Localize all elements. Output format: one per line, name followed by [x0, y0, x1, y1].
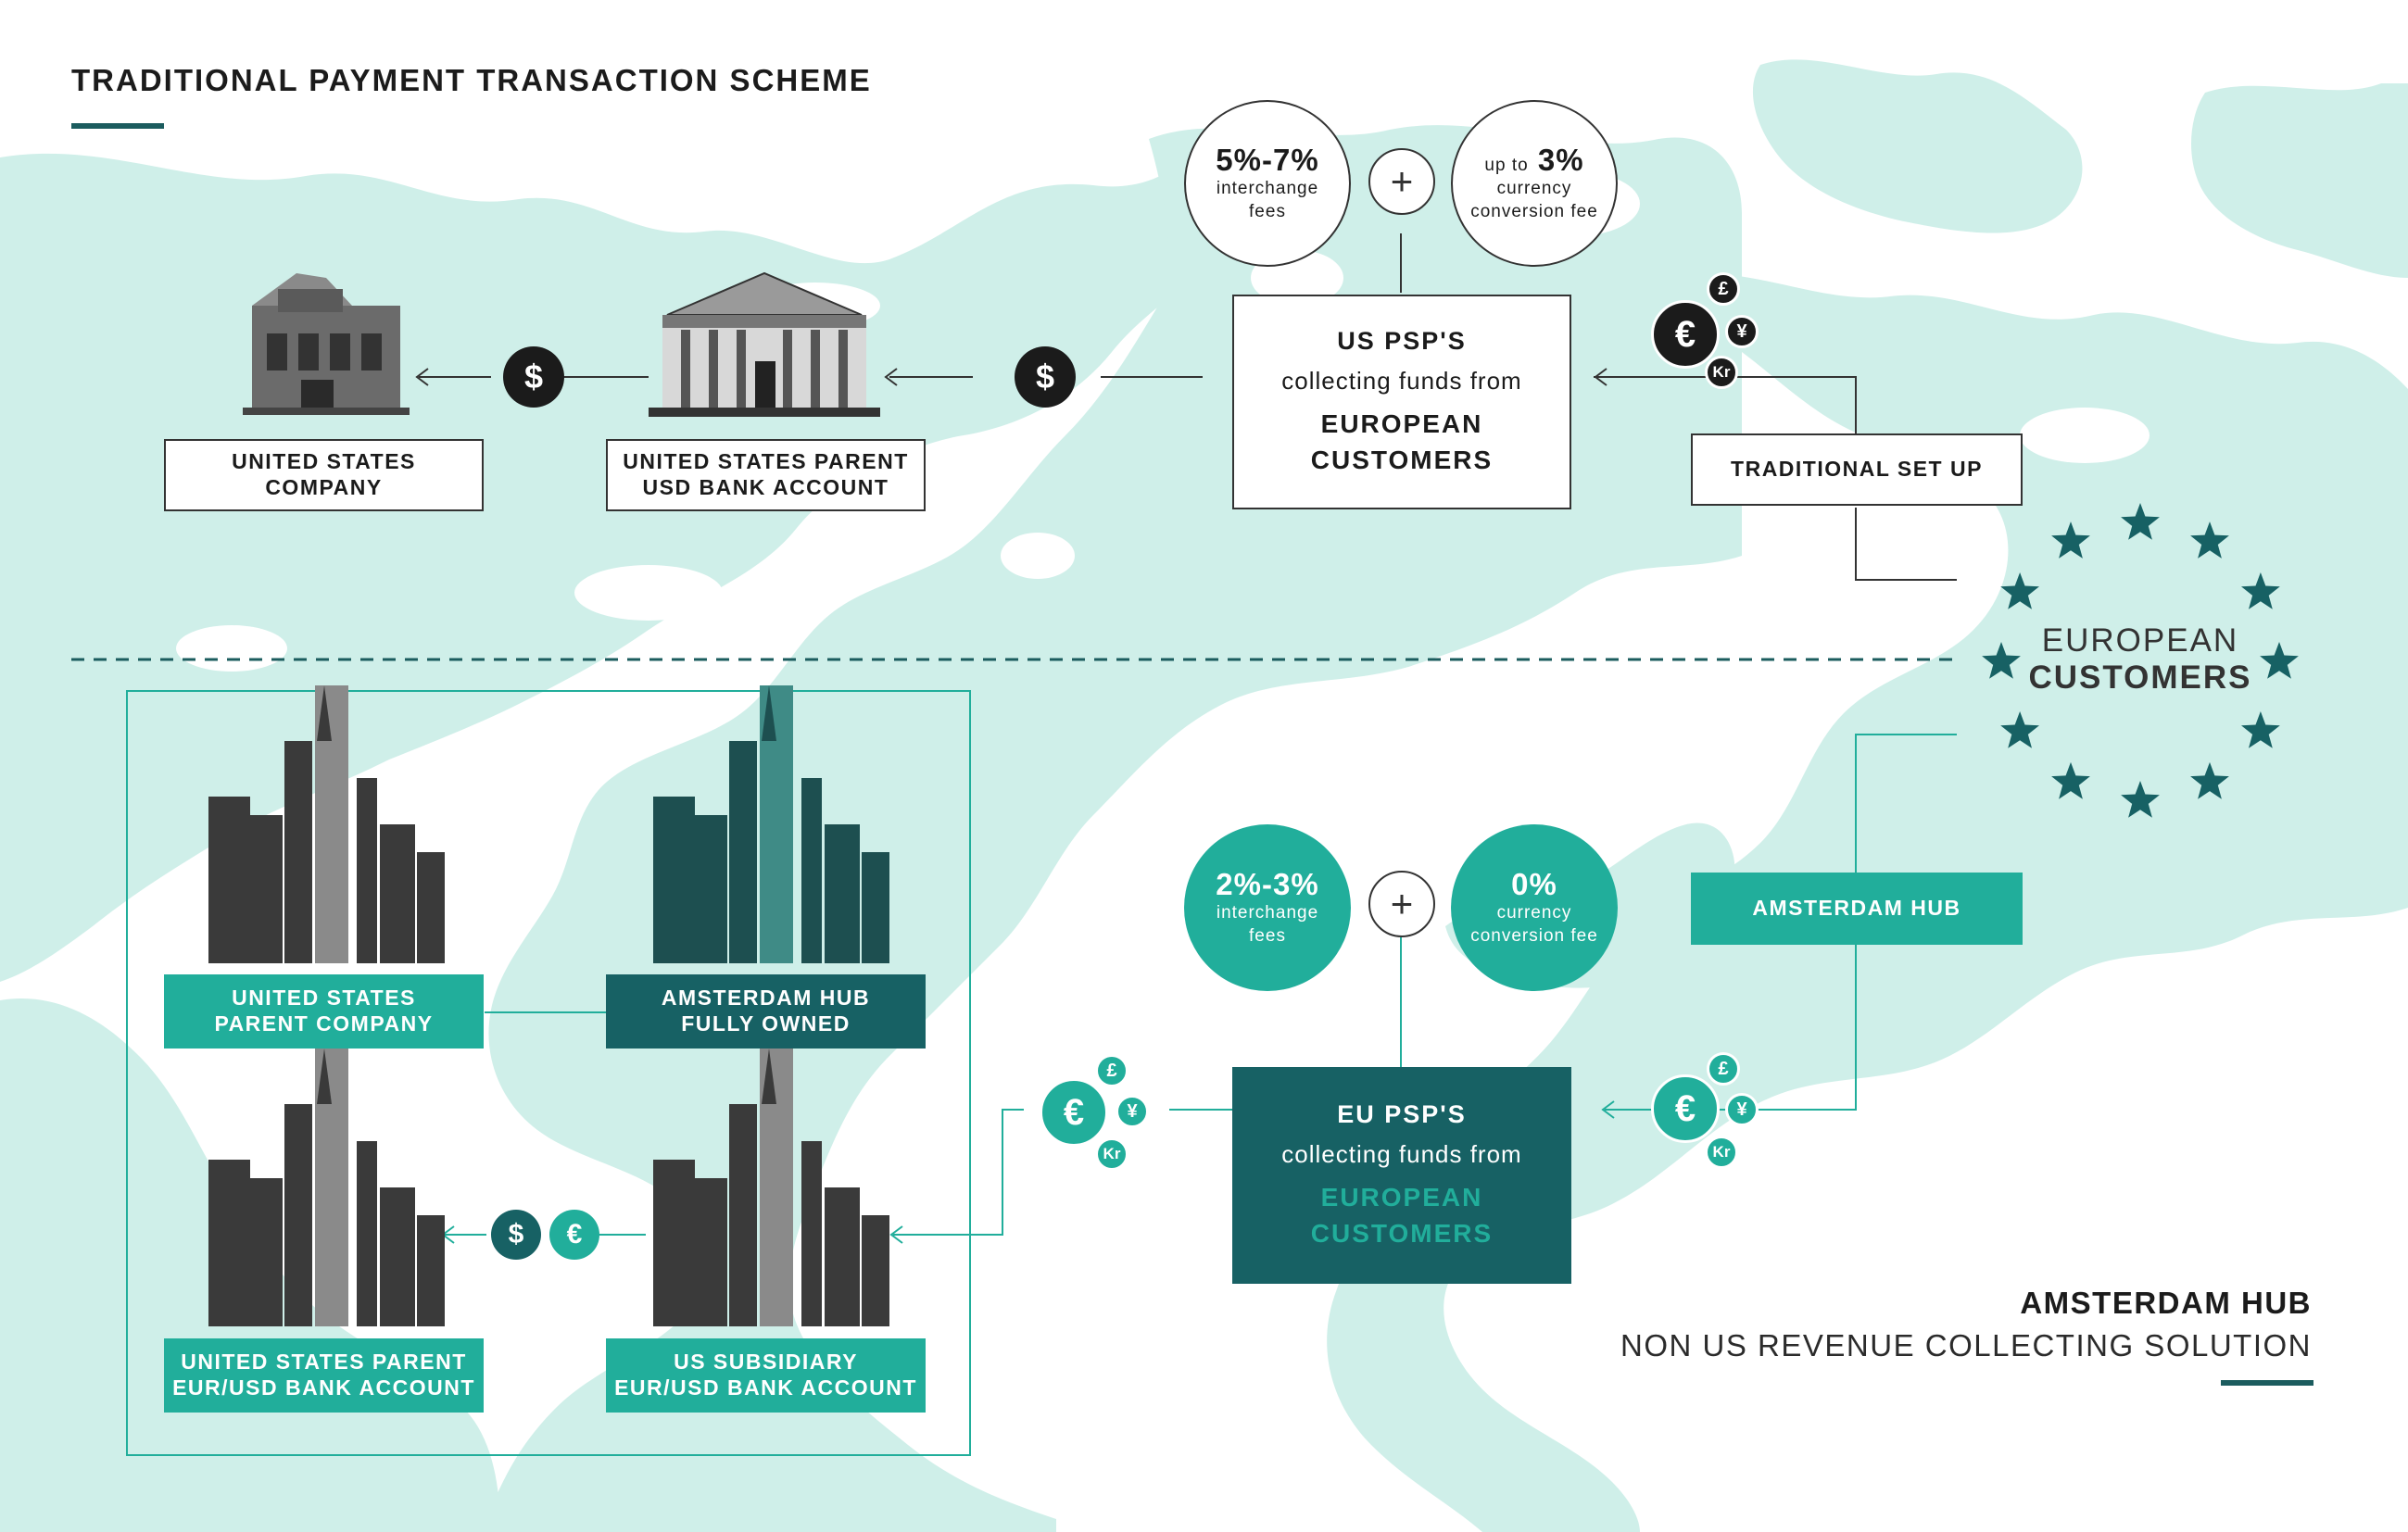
eu-interchange-fee-label1: interchange	[1216, 903, 1319, 923]
yen-coin-icon: ¥	[1116, 1095, 1149, 1128]
skyline-icon	[208, 1049, 445, 1326]
euro-coin-icon: €	[1651, 1074, 1720, 1143]
us-parent-bank-line2: USD BANK ACCOUNT	[642, 475, 889, 499]
currency-fee-value: 3%	[1537, 143, 1584, 178]
us-psp-heading: US PSP'S	[1337, 327, 1467, 356]
krone-coin-icon: Kr	[1705, 1136, 1738, 1169]
bottom-frame	[126, 690, 971, 1456]
currency-fee-label1: currency	[1496, 179, 1572, 199]
amsterdam-hub-owned-line2: FULLY OWNED	[681, 1011, 851, 1036]
star-icon	[2000, 572, 2039, 609]
us-company-line1: UNITED STATES	[232, 449, 416, 474]
footer-caption: AMSTERDAM HUB NON US REVENUE COLLECTING …	[1612, 1286, 2312, 1363]
us-parent-company-box: UNITED STATES PARENT COMPANY	[164, 974, 484, 1049]
yen-coin-icon: ¥	[1725, 315, 1759, 348]
currency-fee-circle: up to 3% currency conversion fee	[1451, 100, 1618, 267]
top-arrowheads	[415, 368, 1607, 386]
top-connectors	[419, 233, 1957, 581]
footer-line1: AMSTERDAM HUB	[2020, 1286, 2312, 1320]
dollar-coin-icon: $	[1015, 346, 1076, 408]
eu-psp-customers-line2: CUSTOMERS	[1310, 1218, 1494, 1248]
skyline-icon	[208, 685, 445, 963]
pound-coin-icon: £	[1707, 1052, 1740, 1086]
european-customers-line2: CUSTOMERS	[2028, 659, 2252, 696]
title-underline	[71, 123, 164, 129]
euro-coin-icon: €	[1040, 1078, 1108, 1147]
footer-line2: NON US REVENUE COLLECTING SOLUTION	[1620, 1328, 2312, 1362]
page-title: TRADITIONAL PAYMENT TRANSACTION SCHEME	[71, 63, 872, 97]
us-parent-bank-line1: UNITED STATES PARENT	[623, 449, 909, 474]
currency-fee-prefix: up to	[1484, 156, 1529, 176]
eu-psp-heading: EU PSP'S	[1337, 1100, 1467, 1129]
star-icon	[2190, 761, 2229, 799]
bank-building-illustration	[649, 271, 880, 417]
european-customers-line1: EUROPEAN	[2041, 622, 2239, 659]
krone-coin-icon: Kr	[1705, 356, 1738, 389]
us-parent-company-line1: UNITED STATES	[232, 986, 416, 1011]
pound-coin-icon: £	[1707, 272, 1740, 306]
traditional-setup-box: TRADITIONAL SET UP	[1691, 433, 2023, 506]
footer-underline	[2221, 1380, 2313, 1386]
euro-coin-icon: €	[549, 1210, 599, 1260]
amsterdam-hub-box: AMSTERDAM HUB	[1691, 873, 2023, 945]
eu-interchange-fee-circle: 2%-3% interchange fees	[1184, 824, 1351, 991]
us-parent-usd-bank-box: UNITED STATES PARENT USD BANK ACCOUNT	[606, 439, 926, 511]
eu-currency-fee-circle: 0% currency conversion fee	[1451, 824, 1618, 991]
star-icon	[2051, 521, 2090, 559]
amsterdam-hub-owned-box: AMSTERDAM HUB FULLY OWNED	[606, 974, 926, 1049]
pound-coin-icon: £	[1095, 1054, 1128, 1087]
us-company-line2: COMPANY	[265, 475, 383, 499]
eu-currency-fee-label1: currency	[1496, 903, 1572, 923]
star-icon	[2260, 642, 2299, 679]
eu-psp-box: EU PSP'S collecting funds from EUROPEAN …	[1232, 1067, 1571, 1284]
dollar-coin-icon: $	[491, 1210, 541, 1260]
star-icon	[2000, 711, 2039, 748]
us-parent-eur-usd-line2: EUR/USD BANK ACCOUNT	[172, 1375, 475, 1400]
euro-coin-icon: €	[1651, 300, 1720, 369]
plus-icon: +	[1368, 148, 1435, 215]
interchange-fee-circle: 5%-7% interchange fees	[1184, 100, 1351, 267]
us-company-box: UNITED STATES COMPANY	[164, 439, 484, 511]
eu-interchange-fee-label2: fees	[1249, 926, 1286, 946]
eu-interchange-fee-value: 2%-3%	[1216, 867, 1319, 902]
us-subsidiary-line2: EUR/USD BANK ACCOUNT	[614, 1375, 917, 1400]
star-icon	[2241, 711, 2280, 748]
us-subsidiary-line1: US SUBSIDIARY	[674, 1350, 858, 1375]
us-parent-eur-usd-line1: UNITED STATES PARENT	[181, 1350, 467, 1375]
eu-psp-customers-line1: EUROPEAN	[1320, 1182, 1483, 1212]
eu-currency-fee-label2: conversion fee	[1470, 926, 1598, 946]
eu-stars	[1982, 503, 2299, 818]
us-parent-company-line2: PARENT COMPANY	[214, 1011, 434, 1036]
interchange-fee-label2: fees	[1249, 202, 1286, 221]
star-icon	[2051, 761, 2090, 799]
star-icon	[1982, 642, 2021, 679]
interchange-fee-value: 5%-7%	[1216, 143, 1319, 178]
us-psp-subtitle: collecting funds from	[1281, 367, 1522, 396]
skyline-illustrations	[208, 685, 889, 1326]
us-subsidiary-box: US SUBSIDIARY EUR/USD BANK ACCOUNT	[606, 1338, 926, 1413]
star-icon	[2190, 521, 2229, 559]
yen-coin-icon: ¥	[1725, 1093, 1759, 1126]
skyline-icon	[653, 685, 889, 963]
star-icon	[2121, 503, 2160, 540]
amsterdam-hub-owned-line1: AMSTERDAM HUB	[661, 986, 871, 1011]
us-parent-eur-usd-box: UNITED STATES PARENT EUR/USD BANK ACCOUN…	[164, 1338, 484, 1413]
eu-psp-subtitle: collecting funds from	[1281, 1140, 1522, 1169]
plus-icon: +	[1368, 871, 1435, 937]
currency-fee-label2: conversion fee	[1470, 202, 1598, 221]
eu-currency-fee-value: 0%	[1511, 867, 1557, 902]
us-psp-customers-line1: EUROPEAN	[1320, 408, 1483, 438]
star-icon	[2241, 572, 2280, 609]
skyline-icon	[653, 1049, 889, 1326]
us-psp-customers-line2: CUSTOMERS	[1310, 445, 1494, 474]
star-icon	[2121, 781, 2160, 818]
dollar-coin-icon: $	[503, 346, 564, 408]
old-building-illustration	[243, 273, 410, 415]
european-customers-label: EUROPEAN CUSTOMERS	[2011, 622, 2270, 697]
interchange-fee-label1: interchange	[1216, 179, 1319, 199]
krone-coin-icon: Kr	[1095, 1137, 1128, 1171]
us-psp-box: US PSP'S collecting funds from EUROPEAN …	[1232, 295, 1571, 509]
